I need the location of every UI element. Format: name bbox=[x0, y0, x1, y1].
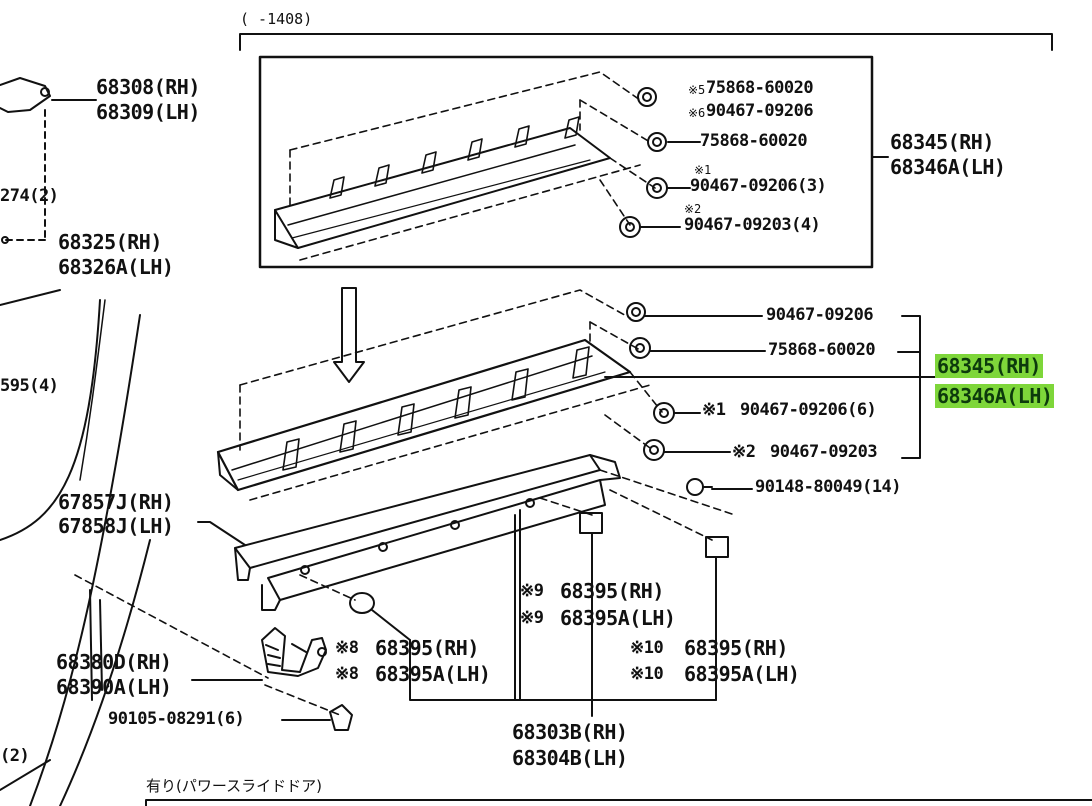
part-90467-09206: 90467-09206 bbox=[766, 305, 874, 325]
clip-note-8b: ※8 bbox=[335, 664, 359, 684]
top-bracket-label: ( -1408) bbox=[240, 10, 313, 28]
part-68325-rh: 68325(RH) bbox=[58, 230, 162, 254]
inset-box bbox=[258, 55, 874, 269]
body-outline bbox=[0, 289, 151, 806]
left-bracket bbox=[191, 627, 327, 681]
clip-note-10b: ※10 bbox=[630, 664, 664, 684]
part-90105-08291: 90105-08291(6) bbox=[108, 709, 245, 729]
top-bracket bbox=[239, 33, 1053, 51]
part-68326a-lh: 68326A(LH) bbox=[58, 255, 174, 279]
clip-leader-8 bbox=[291, 643, 307, 653]
main-note-2: ※2 bbox=[732, 442, 756, 462]
part-274: 274(2) bbox=[0, 186, 59, 206]
clip-68395a-lh-9: 68395A(LH) bbox=[560, 606, 676, 630]
assembly-68345-rh-highlighted: 68345(RH) bbox=[935, 354, 1043, 378]
assembly-68346a-lh-highlighted: 68346A(LH) bbox=[935, 384, 1055, 408]
assembly-68304b-lh: 68304B(LH) bbox=[512, 746, 628, 770]
part-67857j-rh: 67857J(RH) bbox=[58, 490, 174, 514]
inset-assembly-lh: 68346A(LH) bbox=[890, 155, 1006, 179]
inset-part-90467-09206: 90467-09206 bbox=[706, 101, 814, 121]
part-68390a-lh: 68390A(LH) bbox=[56, 675, 172, 699]
strip-dash-lines bbox=[74, 469, 736, 716]
part-2: (2) bbox=[0, 746, 30, 766]
part-68380d-rh: 68380D(RH) bbox=[56, 650, 172, 674]
top-left-part bbox=[0, 77, 97, 244]
inset-note-1: ※1 bbox=[694, 163, 712, 177]
clip-68395-rh-8: 68395(RH) bbox=[375, 636, 479, 660]
assembly-68303b-rh: 68303B(RH) bbox=[512, 720, 628, 744]
inset-note-6: ※6 bbox=[688, 106, 706, 120]
clip-68395-rh-9: 68395(RH) bbox=[560, 579, 664, 603]
inset-part-90467-09206-3: 90467-09206(3) bbox=[690, 176, 827, 196]
clips bbox=[349, 509, 729, 701]
clip-note-9a: ※9 bbox=[520, 581, 544, 601]
inset-part-75868b: 75868-60020 bbox=[700, 131, 808, 151]
part-68309-lh: 68309(LH) bbox=[96, 100, 200, 124]
clip-68395-rh-10: 68395(RH) bbox=[684, 636, 788, 660]
inset-part-90467-09203-4: 90467-09203(4) bbox=[684, 215, 821, 235]
part-75868-60020: 75868-60020 bbox=[768, 340, 876, 360]
clip-68395a-lh-10: 68395A(LH) bbox=[684, 662, 800, 686]
bolt-90105 bbox=[281, 704, 353, 731]
part-68308-rh: 68308(RH) bbox=[96, 75, 200, 99]
inset-fasteners bbox=[619, 87, 701, 238]
part-67858j-lh: 67858J(LH) bbox=[58, 514, 174, 538]
inset-part-75868a: 75868-60020 bbox=[706, 78, 814, 98]
footer-frame bbox=[145, 799, 1092, 806]
inset-note-2: ※2 bbox=[684, 202, 702, 216]
strip-leader bbox=[197, 521, 246, 546]
part-90467-09206-6: 90467-09206(6) bbox=[740, 400, 877, 420]
clip-note-8a: ※8 bbox=[335, 638, 359, 658]
part-90148-80049: 90148-80049(14) bbox=[755, 477, 902, 497]
part-595: 595(4) bbox=[0, 376, 59, 396]
main-rail bbox=[216, 289, 663, 501]
clip-note-10a: ※10 bbox=[630, 638, 664, 658]
main-fasteners bbox=[626, 302, 766, 496]
lower-strip bbox=[234, 454, 621, 611]
inset-note-5: ※5 bbox=[688, 83, 706, 97]
clip-note-9b: ※9 bbox=[520, 608, 544, 628]
footer-note: 有り(パワースライドドア) bbox=[146, 777, 322, 795]
down-arrow bbox=[333, 287, 365, 383]
part-90467-09203: 90467-09203 bbox=[770, 442, 878, 462]
main-note-1: ※1 bbox=[702, 400, 726, 420]
clip-68395a-lh-8: 68395A(LH) bbox=[375, 662, 491, 686]
inset-assembly-rh: 68345(RH) bbox=[890, 130, 994, 154]
inset-rail bbox=[274, 71, 656, 261]
assembly-bracket-right bbox=[604, 315, 936, 459]
